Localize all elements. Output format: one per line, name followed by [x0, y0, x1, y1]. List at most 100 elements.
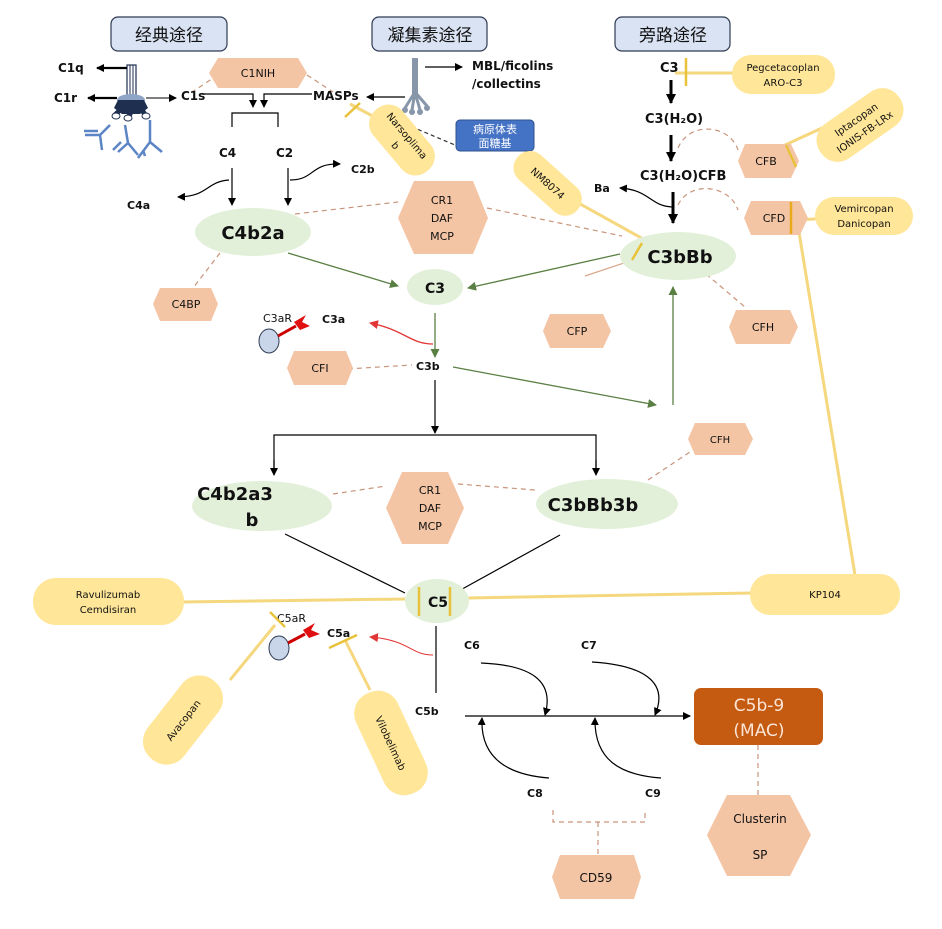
pathway-classical-label: 经典途径 — [135, 26, 203, 46]
mbl-label: MBL/ficolins — [472, 59, 553, 73]
amplification-arrows — [287, 252, 678, 408]
cfi-label: CFI — [311, 362, 328, 375]
regulator-cfh-top: CFH — [729, 310, 798, 344]
complex-c4b2a3b: C4b2a3 b — [192, 481, 332, 531]
drug-avacopan: Avacopan — [142, 675, 224, 765]
pathogen-surface-line2: 面糖基 — [479, 136, 512, 150]
cfh-mid-label: CFH — [710, 435, 730, 446]
drug-ravulizumab: Ravulizumab Cemdisiran — [33, 578, 184, 625]
mac-label-line2: (MAC) — [733, 721, 784, 741]
c3-complex-label: C3 — [425, 281, 445, 297]
ba-label: Ba — [594, 182, 610, 195]
c1nih-label: C1NIH — [241, 67, 275, 80]
c8-label: C8 — [527, 787, 543, 800]
clusterin-label: Clusterin — [733, 812, 787, 826]
pathogen-surface-line1: 病原体表 — [473, 122, 517, 136]
masps-label: MASPs — [313, 89, 359, 103]
regulator-c4bp: C4BP — [153, 288, 218, 321]
collectins-label: /collectins — [472, 77, 541, 91]
cfb-inhibit-bar — [784, 144, 798, 168]
classical-cascade — [177, 93, 341, 206]
aro-c3-label: ARO-C3 — [764, 78, 803, 89]
c3bbb3b-label: C3bBb3b — [548, 495, 639, 516]
c5ar-inhibit-bar — [269, 611, 286, 628]
avacopan-line — [228, 624, 277, 681]
complex-c3: C3 — [407, 269, 463, 305]
c3h2o-label: C3(H₂O) — [645, 112, 703, 127]
kp104-cfd-line — [795, 219, 857, 576]
c3h2ocfb-label: C3(H₂O)CFB — [640, 169, 726, 184]
drug-iptacopan: Iptacopan IONIS-FB-LRx — [816, 88, 904, 162]
pathogen-surface-box: 病原体表 面糖基 — [455, 119, 535, 152]
c3a-label: C3a — [322, 313, 345, 326]
daf-mid-label: DAF — [419, 502, 441, 515]
regulator-cr1-top: CR1 DAF MCP — [398, 181, 488, 254]
c2-label: C2 — [276, 146, 293, 160]
c1s-label: C1s — [181, 89, 205, 103]
vilobelimab-line — [343, 639, 372, 691]
mcp-mid-label: MCP — [418, 520, 442, 533]
narsoplimab-label-line2: b — [388, 140, 401, 152]
pathway-classical: 经典途径 — [110, 16, 228, 52]
c7-label: C7 — [581, 639, 597, 652]
sp-label: SP — [753, 848, 768, 862]
drug-vemircopan: Vemircopan Danicopan — [815, 197, 913, 235]
regulator-cfh-mid: CFH — [688, 423, 753, 455]
pathway-alternative-label: 旁路途径 — [639, 26, 707, 46]
regulator-cfd: CFD — [744, 201, 808, 235]
drug-vilobelimab: Vilobelimab — [354, 690, 428, 796]
pathway-lectin: 凝集素途径 — [371, 16, 488, 52]
c3bbb-label: C3bBb — [647, 247, 712, 268]
c5-label: C5 — [428, 595, 448, 611]
c4a-label: C4a — [127, 199, 150, 212]
regulator-clusterin: Clusterin SP — [707, 795, 811, 876]
c1-complex-icon — [111, 64, 151, 122]
drug-pegcetacoplan: Pegcetacoplan ARO-C3 — [732, 55, 835, 94]
c4b2a-label: C4b2a — [221, 223, 284, 244]
kp104-line — [467, 591, 753, 600]
arrow-to-ba — [619, 184, 673, 208]
complex-c3bbb: C3bBb — [620, 232, 736, 280]
pathway-lectin-label: 凝集素途径 — [388, 26, 473, 46]
c3b-split — [270, 380, 600, 594]
regulator-cd59: CD59 — [552, 855, 641, 899]
mac-label-line1: C5b-9 — [734, 696, 784, 716]
alt-c3-label: C3 — [660, 61, 679, 76]
pegcetacoplan-label: Pegcetacoplan — [746, 63, 819, 74]
vemircopan-label: Vemircopan — [834, 204, 893, 215]
c5a-label: C5a — [327, 627, 350, 640]
cfd-label: CFD — [763, 212, 785, 225]
c1r-label: C1r — [54, 91, 77, 105]
cfb-label: CFB — [755, 155, 777, 168]
c4-label: C4 — [219, 146, 236, 160]
arrow-to-c5a — [369, 633, 434, 656]
c2b-label: C2b — [351, 163, 375, 176]
cfh-top-label: CFH — [752, 321, 774, 334]
complex-c5: C5 — [405, 579, 469, 623]
c3a-receptor-icon — [258, 315, 310, 354]
regulator-c1nih: C1NIH — [209, 58, 307, 88]
cemdisiran-label: Cemdisiran — [80, 605, 137, 616]
mbl-icon — [402, 58, 430, 115]
mac-box: C5b-9 (MAC) — [694, 688, 823, 745]
cd59-label: CD59 — [580, 871, 613, 885]
cr1-top-label: CR1 — [431, 194, 453, 207]
c1q-label: C1q — [58, 61, 84, 75]
complex-c3bbb3b: C3bBb3b — [536, 479, 678, 529]
masps-inhibit-bar — [344, 102, 361, 118]
iptacopan-line — [784, 126, 823, 147]
c3ar-label: C3aR — [263, 312, 292, 325]
drug-nm8074: NM8074 — [513, 150, 582, 216]
pathway-alternative: 旁路途径 — [614, 16, 731, 52]
mcp-top-label: MCP — [430, 230, 454, 243]
c5a-inhibit-bar — [328, 633, 358, 650]
c9-label: C9 — [645, 787, 661, 800]
cr1-mid-label: CR1 — [419, 484, 441, 497]
cfp-label: CFP — [567, 325, 588, 338]
c3bbb-inhibit-bar — [630, 242, 644, 261]
regulator-cfi: CFI — [287, 351, 353, 385]
regulator-cfb: CFB — [738, 144, 799, 178]
kp104-label: KP104 — [809, 590, 841, 601]
c6-label: C6 — [464, 639, 480, 652]
